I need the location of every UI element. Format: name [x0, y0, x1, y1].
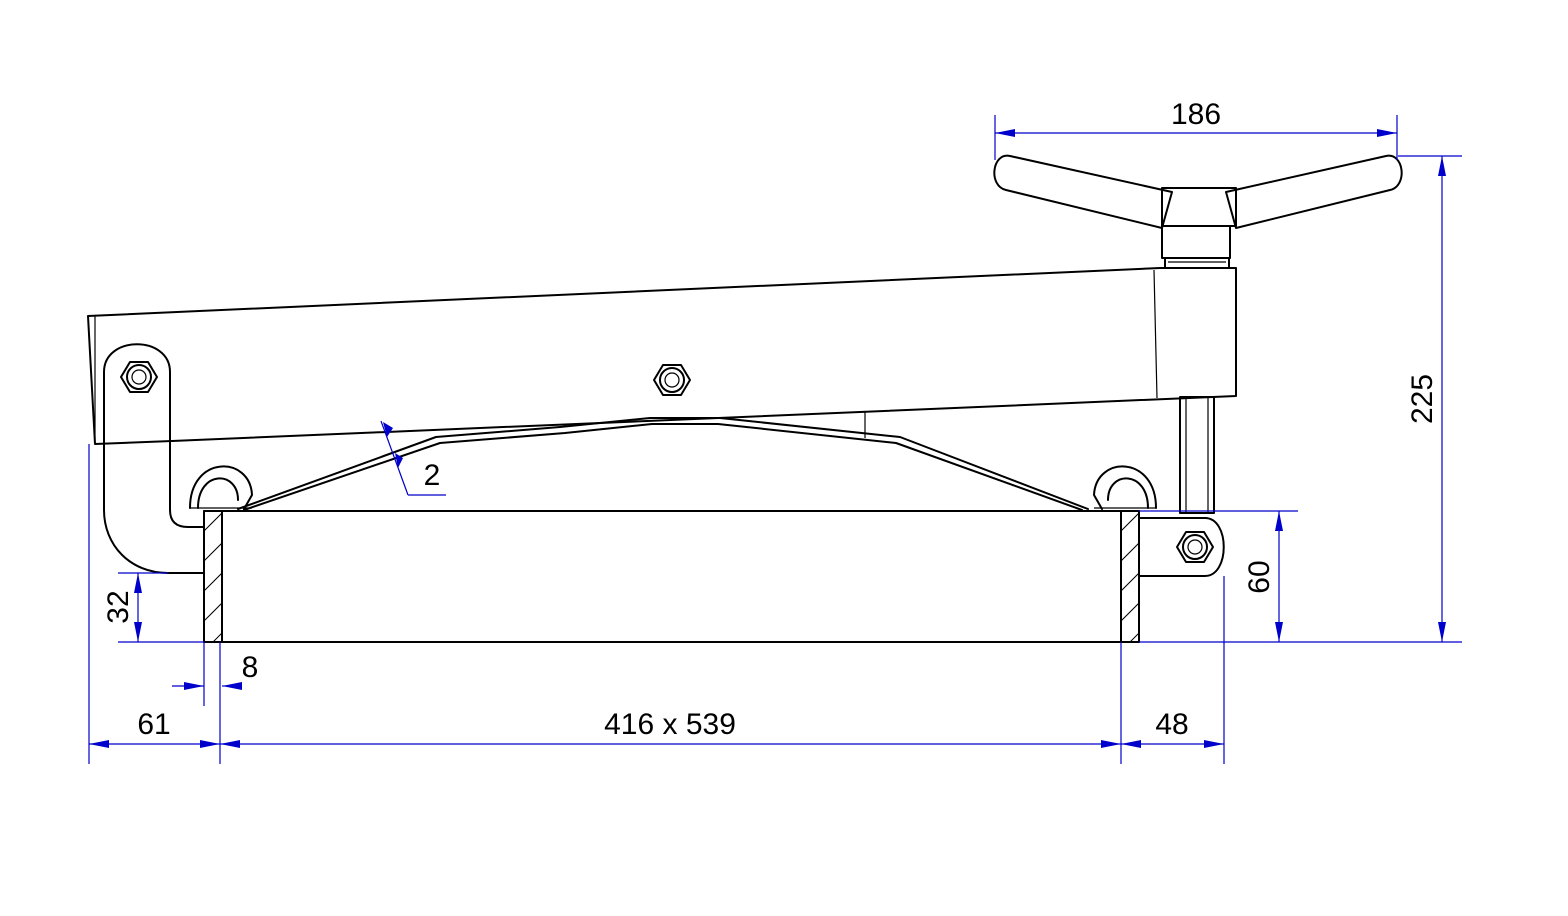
dimension-opening-label: 416 x 539 [604, 708, 736, 741]
dimension-total-height-label: 225 [1406, 374, 1439, 424]
gasket-right [1093, 465, 1157, 510]
spindle [1179, 396, 1215, 514]
dimension-lines: 186 225 60 32 [88, 98, 1462, 764]
dimension-sheet-thickness: 2 [380, 420, 446, 496]
dimension-frame-height-label: 60 [1243, 560, 1276, 593]
cover-plate [237, 417, 1089, 511]
dimension-bottom-chain: 61 416 x 539 48 [88, 444, 1225, 764]
hinge-bracket-left [94, 316, 205, 574]
hinge-lug-right [1138, 517, 1225, 577]
dimension-sheet-thickness-label: 2 [424, 459, 441, 492]
nut-center [653, 364, 691, 396]
dimension-frame-height: 60 [1139, 510, 1298, 642]
dimension-handle-width: 186 [994, 98, 1398, 160]
hatch-right [1121, 512, 1139, 642]
star-handle [993, 154, 1403, 269]
dimension-wall-thickness: 8 [172, 642, 258, 706]
dimension-hinge-offset-label: 61 [137, 708, 170, 741]
dimension-hinge-height-label: 32 [102, 590, 135, 623]
dimension-hinge-height: 32 [102, 572, 204, 643]
nut-left [120, 361, 158, 393]
part-geometry [87, 154, 1403, 643]
dimension-total-height: 225 [1139, 155, 1462, 643]
hatch-left [204, 512, 222, 642]
dimension-right-offset-label: 48 [1155, 708, 1188, 741]
dimension-wall-thickness-label: 8 [242, 651, 259, 684]
dimension-handle-width-label: 186 [1171, 98, 1221, 131]
gasket-left [189, 465, 253, 510]
nut-right [1176, 531, 1214, 563]
frame-collar [203, 510, 1140, 643]
